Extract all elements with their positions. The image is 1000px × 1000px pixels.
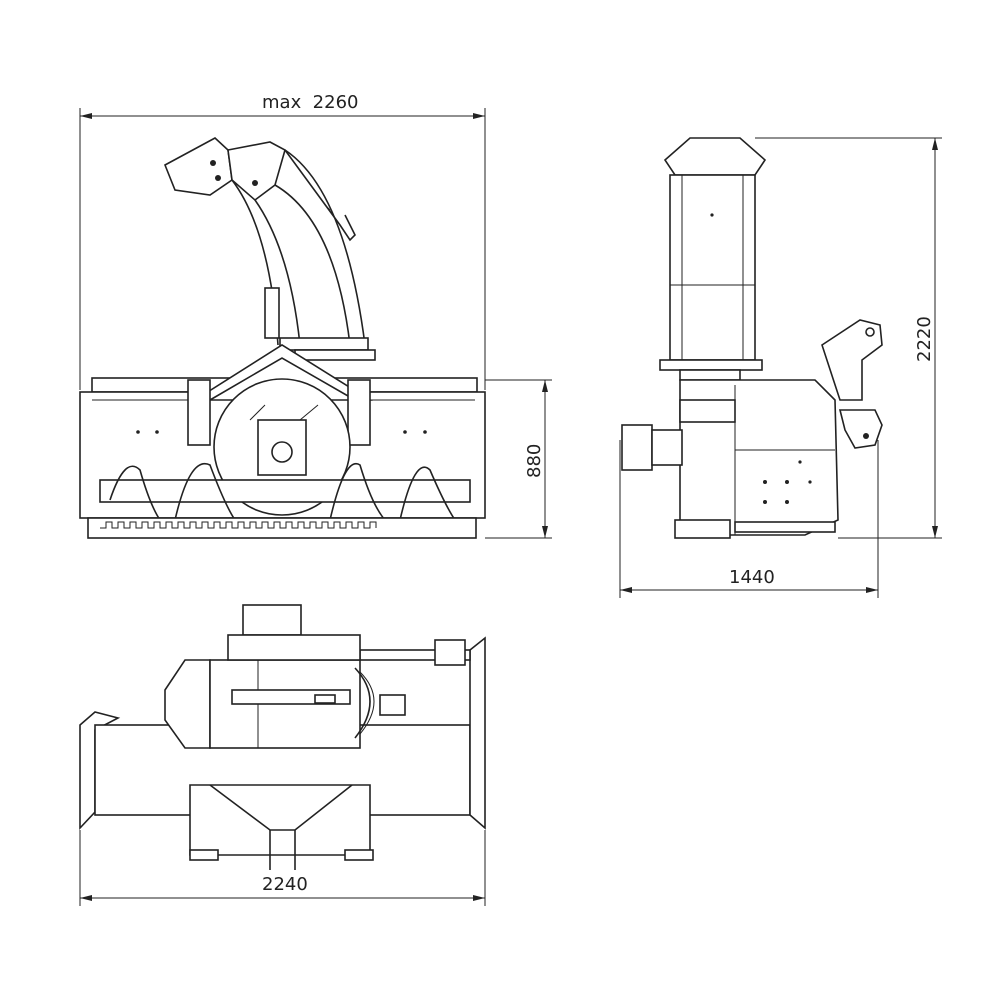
front-width-label: max 2260: [262, 92, 358, 113]
side-height-label: 2220: [914, 316, 935, 362]
top-view: [79, 604, 486, 906]
side-view: [619, 137, 942, 598]
front-height-label: 880: [524, 444, 545, 478]
side-width-label: 1440: [729, 567, 775, 588]
top-width-label: 2240: [262, 874, 308, 895]
front-view: [79, 108, 552, 539]
